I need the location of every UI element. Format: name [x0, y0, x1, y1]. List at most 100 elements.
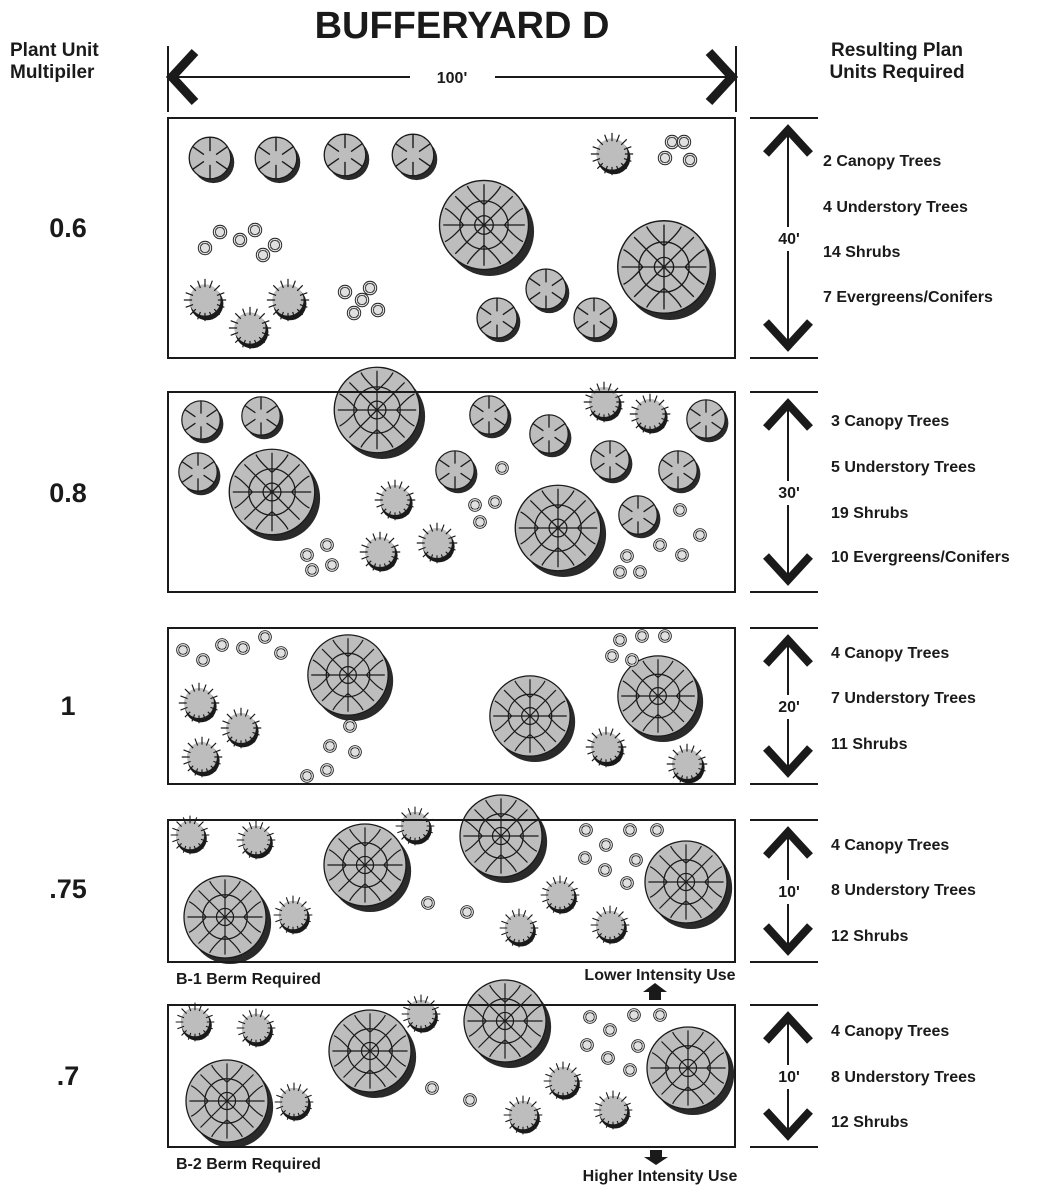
requirement-item: 2 Canopy Trees [823, 153, 941, 170]
title: BUFFERYARD D [315, 5, 610, 47]
evergreen-conifer-icon [580, 1038, 594, 1052]
depth-label: 10' [778, 1069, 800, 1086]
requirement-item: 8 Understory Trees [831, 882, 976, 899]
evergreen-conifer-icon [627, 1008, 641, 1022]
evergreen-conifer-icon [629, 853, 643, 867]
evergreen-conifer-icon [370, 302, 386, 318]
requirement-item: 5 Understory Trees [831, 459, 976, 476]
berm-note: B-2 Berm Required [176, 1156, 321, 1173]
evergreen-conifer-icon [463, 1093, 477, 1107]
requirement-item: 4 Canopy Trees [831, 645, 949, 662]
evergreen-conifer-icon [212, 224, 228, 240]
left-arrowhead-icon [165, 48, 199, 106]
requirement-item: 8 Understory Trees [831, 1069, 976, 1086]
evergreen-conifer-icon [620, 549, 634, 563]
requirement-item: 4 Canopy Trees [831, 1023, 949, 1040]
evergreen-conifer-icon [305, 563, 319, 577]
evergreen-conifer-icon [579, 823, 593, 837]
evergreen-conifer-icon [635, 629, 649, 643]
depth-label: 40' [778, 231, 800, 248]
evergreen-conifer-icon [460, 905, 474, 919]
depth-label: 10' [778, 884, 800, 901]
plant-unit-multiplier: .7 [57, 1061, 80, 1091]
evergreen-conifer-icon [633, 565, 647, 579]
requirement-item: 7 Evergreens/Conifers [823, 289, 993, 306]
evergreen-conifer-icon [495, 461, 509, 475]
evergreen-conifer-icon [320, 763, 334, 777]
depth-arrow-down-icon [763, 923, 813, 956]
evergreen-conifer-icon [620, 876, 634, 890]
depth-label: 30' [778, 485, 800, 502]
width-dimension: 100' [165, 46, 739, 112]
evergreen-conifer-icon [583, 1010, 597, 1024]
evergreen-conifer-icon [601, 1051, 615, 1065]
evergreen-conifer-icon [653, 538, 667, 552]
requirement-item: 7 Understory Trees [831, 690, 976, 707]
requirement-item: 19 Shrubs [831, 505, 908, 522]
evergreen-conifer-icon [682, 152, 698, 168]
plant-unit-multiplier: 0.8 [49, 478, 87, 508]
evergreen-conifer-icon [613, 633, 627, 647]
evergreen-conifer-icon [613, 565, 627, 579]
evergreen-conifer-icon [362, 280, 378, 296]
evergreen-conifer-icon [631, 1039, 645, 1053]
left-header-line2: Multipiler [10, 62, 95, 83]
panel-outline [167, 819, 736, 963]
evergreen-conifer-icon [323, 739, 337, 753]
requirement-item: 14 Shrubs [823, 244, 900, 261]
requirement-item: 3 Canopy Trees [831, 413, 949, 430]
evergreen-conifer-icon [320, 538, 334, 552]
depth-arrow-down-icon [763, 553, 813, 586]
depth-arrow-down-icon [763, 319, 813, 352]
requirement-item: 4 Understory Trees [823, 199, 968, 216]
evergreen-conifer-icon [603, 1023, 617, 1037]
bufferyard-panel: .7 10' 4 Canopy Trees 8 Understory Trees 12 … [57, 979, 976, 1185]
evergreen-conifer-icon [468, 498, 482, 512]
evergreen-conifer-icon [658, 629, 672, 643]
evergreen-conifer-icon [300, 769, 314, 783]
depth-arrow-up-icon [763, 634, 813, 667]
width-label: 100' [437, 70, 468, 87]
evergreen-conifer-icon [693, 528, 707, 542]
arrow-down-icon [644, 1150, 668, 1165]
evergreen-conifer-icon [605, 649, 619, 663]
evergreen-conifer-icon [247, 222, 263, 238]
right-arrowhead-icon [705, 48, 739, 106]
evergreen-conifer-icon [664, 134, 680, 150]
evergreen-conifer-icon [348, 745, 362, 759]
requirement-item: 12 Shrubs [831, 1114, 908, 1131]
depth-arrow-up-icon [763, 398, 813, 431]
evergreen-conifer-icon [473, 515, 487, 529]
requirement-item: 4 Canopy Trees [831, 837, 949, 854]
evergreen-conifer-icon [623, 1063, 637, 1077]
evergreen-conifer-icon [421, 896, 435, 910]
evergreen-conifer-icon [197, 240, 213, 256]
panel-outline [167, 1004, 736, 1148]
requirement-item: 10 Evergreens/Conifers [831, 549, 1010, 566]
evergreen-conifer-icon [653, 1008, 667, 1022]
intensity-note: Lower Intensity Use [584, 967, 735, 984]
panel-outline [167, 117, 736, 359]
depth-arrow-up-icon [763, 124, 813, 157]
plant-unit-multiplier: .75 [49, 874, 87, 904]
plant-unit-multiplier: 0.6 [49, 213, 87, 243]
requirement-item: 11 Shrubs [831, 736, 908, 753]
evergreen-conifer-icon [255, 247, 271, 263]
evergreen-conifer-icon [650, 823, 664, 837]
evergreen-conifer-icon [625, 653, 639, 667]
berm-note: B-1 Berm Required [176, 971, 321, 988]
evergreen-conifer-icon [673, 503, 687, 517]
bufferyard-panel: 1 20' 4 Canopy Trees 7 Understory Trees 11 S… [60, 627, 976, 785]
evergreen-conifer-icon [488, 495, 502, 509]
depth-arrow-down-icon [763, 1108, 813, 1141]
depth-arrow-up-icon [763, 1011, 813, 1044]
plant-unit-multiplier: 1 [60, 691, 75, 721]
depth-arrow-down-icon [763, 745, 813, 778]
depth-label: 20' [778, 699, 800, 716]
evergreen-conifer-icon [598, 863, 612, 877]
evergreen-conifer-icon [623, 823, 637, 837]
evergreen-conifer-icon [578, 851, 592, 865]
